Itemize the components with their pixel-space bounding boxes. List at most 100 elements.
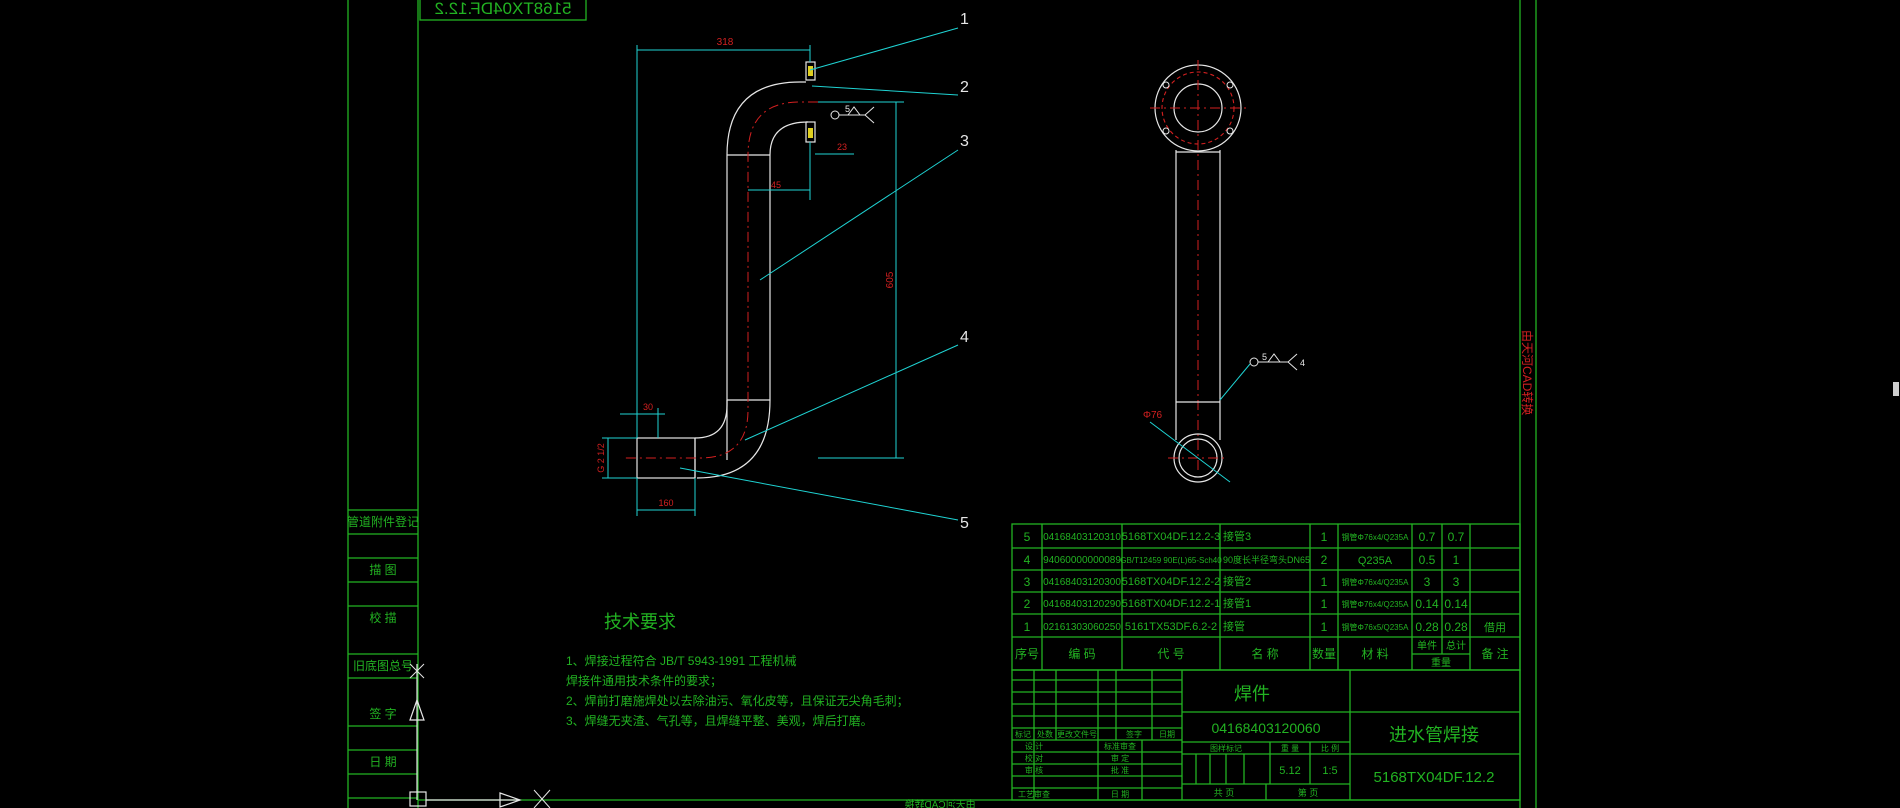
svg-text:1: 1 <box>1321 575 1328 589</box>
scrollbar-thumb[interactable] <box>1893 382 1899 396</box>
svg-text:2: 2 <box>1321 553 1328 567</box>
svg-text:5168TX04DF.12.2-2: 5168TX04DF.12.2-2 <box>1122 576 1220 588</box>
dim-phi76: Φ76 <box>1143 410 1163 421</box>
sign-label-1: 校 对 <box>1025 753 1043 763</box>
svg-text:1: 1 <box>1024 620 1031 634</box>
tech-requirements: 技术要求 1、焊接过程符合 JB/T 5943-1991 工程机械 焊接件通用技… <box>566 612 909 728</box>
svg-text:2: 2 <box>1024 597 1031 611</box>
svg-text:接管1: 接管1 <box>1223 596 1251 610</box>
svg-text:总计: 总计 <box>1446 639 1466 652</box>
svg-text:1: 1 <box>1321 597 1328 611</box>
bom-row: 3 04168403120300 5168TX04DF.12.2-2 接管2 1… <box>1024 574 1460 589</box>
stage-label-0: 图样标记 <box>1210 743 1242 753</box>
sign-label-3: 工艺审查 <box>1018 789 1050 799</box>
svg-text:序号: 序号 <box>1015 646 1039 661</box>
svg-text:名 称: 名 称 <box>1251 646 1278 661</box>
front-view-dimensions: 318 45 23 605 30 160 G 2 1/2 5 <box>596 37 904 516</box>
svg-text:1: 1 <box>1453 553 1460 567</box>
tech-line-3: 2、焊前打磨施焊处以去除油污、氧化皮等，且保证无尖角毛刺； <box>566 693 909 708</box>
strip-label-2: 校 描 <box>369 610 396 625</box>
strip-label-1: 描 图 <box>369 563 396 577</box>
weld-symbol-side-size: 5 <box>1262 352 1267 362</box>
pipe-outer-bend <box>696 399 771 479</box>
bom-header: 序号 编 码 代 号 名 称 数量 材 料 单件 总计 重量 备 注 <box>1015 639 1509 669</box>
rev-label-1: 处数 <box>1037 729 1053 739</box>
svg-text:单件: 单件 <box>1417 640 1437 652</box>
svg-text:4: 4 <box>1024 553 1031 567</box>
svg-text:借用: 借用 <box>1484 621 1506 634</box>
svg-text:数量: 数量 <box>1312 646 1336 661</box>
title-block: 标记 处数 更改文件号 签字 日期 设 计 校 对 审 核 工艺审查 标准审查 … <box>1011 669 1521 801</box>
pipe-outer-upper <box>726 81 806 460</box>
dim-23: 23 <box>837 142 847 152</box>
std-label-3: 日 期 <box>1111 790 1129 799</box>
weld-mark-top <box>808 66 813 76</box>
strip-label-5: 日 期 <box>369 755 396 769</box>
svg-text:钢管Φ76x4/Q235A: 钢管Φ76x4/Q235A <box>1342 532 1410 542</box>
svg-text:接管2: 接管2 <box>1223 574 1251 588</box>
svg-text:钢管Φ76x4/Q235A: 钢管Φ76x4/Q235A <box>1342 577 1410 587</box>
svg-text:0.7: 0.7 <box>1419 530 1436 544</box>
mirrored-code-text: 5168TX04DF.12.2 <box>434 0 571 18</box>
svg-text:0.14: 0.14 <box>1444 597 1468 611</box>
tech-line-1: 1、焊接过程符合 JB/T 5943-1991 工程机械 <box>566 653 797 668</box>
std-label-0: 标准审查 <box>1104 741 1136 751</box>
svg-text:备 注: 备 注 <box>1481 646 1508 661</box>
balloon-5: 5 <box>960 515 969 532</box>
svg-text:3: 3 <box>1424 575 1431 589</box>
svg-text:钢管Φ76x4/Q235A: 钢管Φ76x4/Q235A <box>1342 599 1410 609</box>
balloon-leaders: 1 2 3 4 5 <box>679 11 969 532</box>
svg-text:5161TX53DF.6.2-2: 5161TX53DF.6.2-2 <box>1125 621 1217 633</box>
bom-row: 1 02161303060250 5161TX53DF.6.2-2 接管 1 钢… <box>1024 619 1506 634</box>
balloon-3: 3 <box>960 133 969 150</box>
bom-row: 2 04168403120290 5168TX04DF.12.2-1 接管1 1… <box>1024 596 1468 611</box>
pipe-inner-bend <box>694 400 728 439</box>
sign-label-2: 审 核 <box>1025 765 1043 775</box>
weld-mark-bottom <box>808 128 813 138</box>
svg-text:代 号: 代 号 <box>1157 647 1184 661</box>
stage-label-2: 比 例 <box>1321 743 1339 753</box>
dim-30: 30 <box>643 402 653 412</box>
left-strip-table: 管道附件登记 描 图 校 描 旧底图总号 签 字 日 期 <box>347 509 419 799</box>
tech-line-4: 3、焊缝无夹渣、气孔等，且焊缝平整、美观，焊后打磨。 <box>566 713 873 728</box>
tech-line-2: 焊接件通用技术条件的要求； <box>566 673 722 688</box>
strip-label-0: 管道附件登记 <box>347 514 419 529</box>
svg-text:90度长半径弯头DN65: 90度长半径弯头DN65 <box>1223 554 1310 565</box>
bom-table: 5 04168403120310 5168TX04DF.12.2-3 接管3 1… <box>1011 523 1521 671</box>
svg-text:接管3: 接管3 <box>1223 529 1251 543</box>
svg-text:5168TX04DF.12.2-1: 5168TX04DF.12.2-1 <box>1122 598 1220 610</box>
drawing-frame <box>347 0 1537 808</box>
svg-text:1: 1 <box>1321 530 1328 544</box>
balloon-2: 2 <box>960 79 969 96</box>
part-code: 04168403120060 <box>1211 720 1320 736</box>
svg-text:重量: 重量 <box>1431 656 1451 669</box>
sign-label-0: 设 计 <box>1025 741 1043 751</box>
svg-text:5168TX04DF.12.2-3: 5168TX04DF.12.2-3 <box>1122 531 1220 543</box>
svg-text:1: 1 <box>1321 620 1328 634</box>
dim-45: 45 <box>771 180 781 190</box>
mirrored-code-box: 5168TX04DF.12.2 <box>419 0 587 21</box>
svg-text:04168403120310: 04168403120310 <box>1043 532 1121 543</box>
svg-text:3: 3 <box>1024 575 1031 589</box>
sheet-label: 5.12 <box>1279 765 1300 777</box>
pipe-inner-upper <box>769 121 809 400</box>
rev-label-0: 标记 <box>1015 729 1031 739</box>
dim-160: 160 <box>658 498 673 508</box>
svg-text:02161303060250: 02161303060250 <box>1043 622 1121 633</box>
dim-g-thread: G 2 1/2 <box>596 443 606 473</box>
page-total: 共 页 <box>1214 788 1235 798</box>
strip-label-3: 旧底图总号 <box>353 658 413 673</box>
svg-text:04168403120300: 04168403120300 <box>1043 577 1121 588</box>
svg-text:04168403120290: 04168403120290 <box>1043 599 1121 610</box>
tech-title: 技术要求 <box>604 612 676 632</box>
vertical-note: 由天河CAD转换 <box>1520 330 1535 415</box>
std-label-2: 批 准 <box>1111 765 1129 775</box>
pipe-centerline <box>622 101 818 459</box>
svg-text:GB/T12459 90E(L)65-Sch40: GB/T12459 90E(L)65-Sch40 <box>1120 556 1222 565</box>
svg-text:3: 3 <box>1453 575 1460 589</box>
stage-label-1: 重 量 <box>1281 743 1299 753</box>
std-label-1: 审 定 <box>1111 753 1129 763</box>
ucs-icon <box>409 663 551 808</box>
drawing-number: 5168TX04DF.12.2 <box>1374 769 1495 786</box>
